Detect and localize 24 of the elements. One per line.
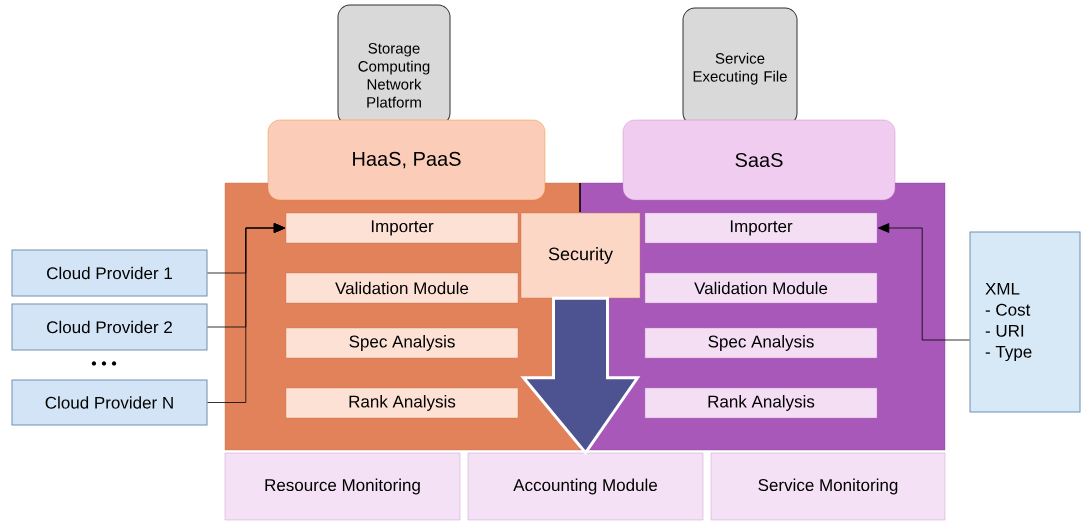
ellipsis: • • • [91, 361, 117, 366]
provider-box: Cloud Provider 1 [11, 249, 208, 297]
layer-box: SaaS [622, 119, 896, 201]
module-box: Importer [644, 212, 878, 244]
provider-box: Cloud Provider 2 [11, 303, 208, 351]
xml-box: XML - Cost - URI - Type [969, 231, 1081, 413]
module-box: Spec Analysis [644, 327, 878, 359]
module-box: Spec Analysis [285, 327, 519, 359]
monitoring-box: Service Monitoring [710, 452, 946, 521]
module-box: Importer [285, 212, 519, 244]
connector-arrow [877, 223, 970, 341]
top-box: Service Executing File [682, 7, 798, 126]
flow-arrow [520, 296, 641, 456]
connector-arrow [207, 223, 286, 403]
layer-box: HaaS, PaaS [267, 119, 546, 201]
provider-box: Cloud Provider N [11, 379, 208, 426]
module-box: Validation Module [644, 272, 878, 304]
top-box: Storage Computing Network Platform [337, 4, 451, 126]
module-box: Rank Analysis [285, 387, 519, 419]
monitoring-box: Resource Monitoring [224, 452, 461, 521]
module-box: Validation Module [285, 272, 519, 304]
monitoring-box: Accounting Module [467, 452, 704, 521]
module-box: Rank Analysis [644, 387, 878, 419]
security-box: Security [520, 212, 641, 299]
